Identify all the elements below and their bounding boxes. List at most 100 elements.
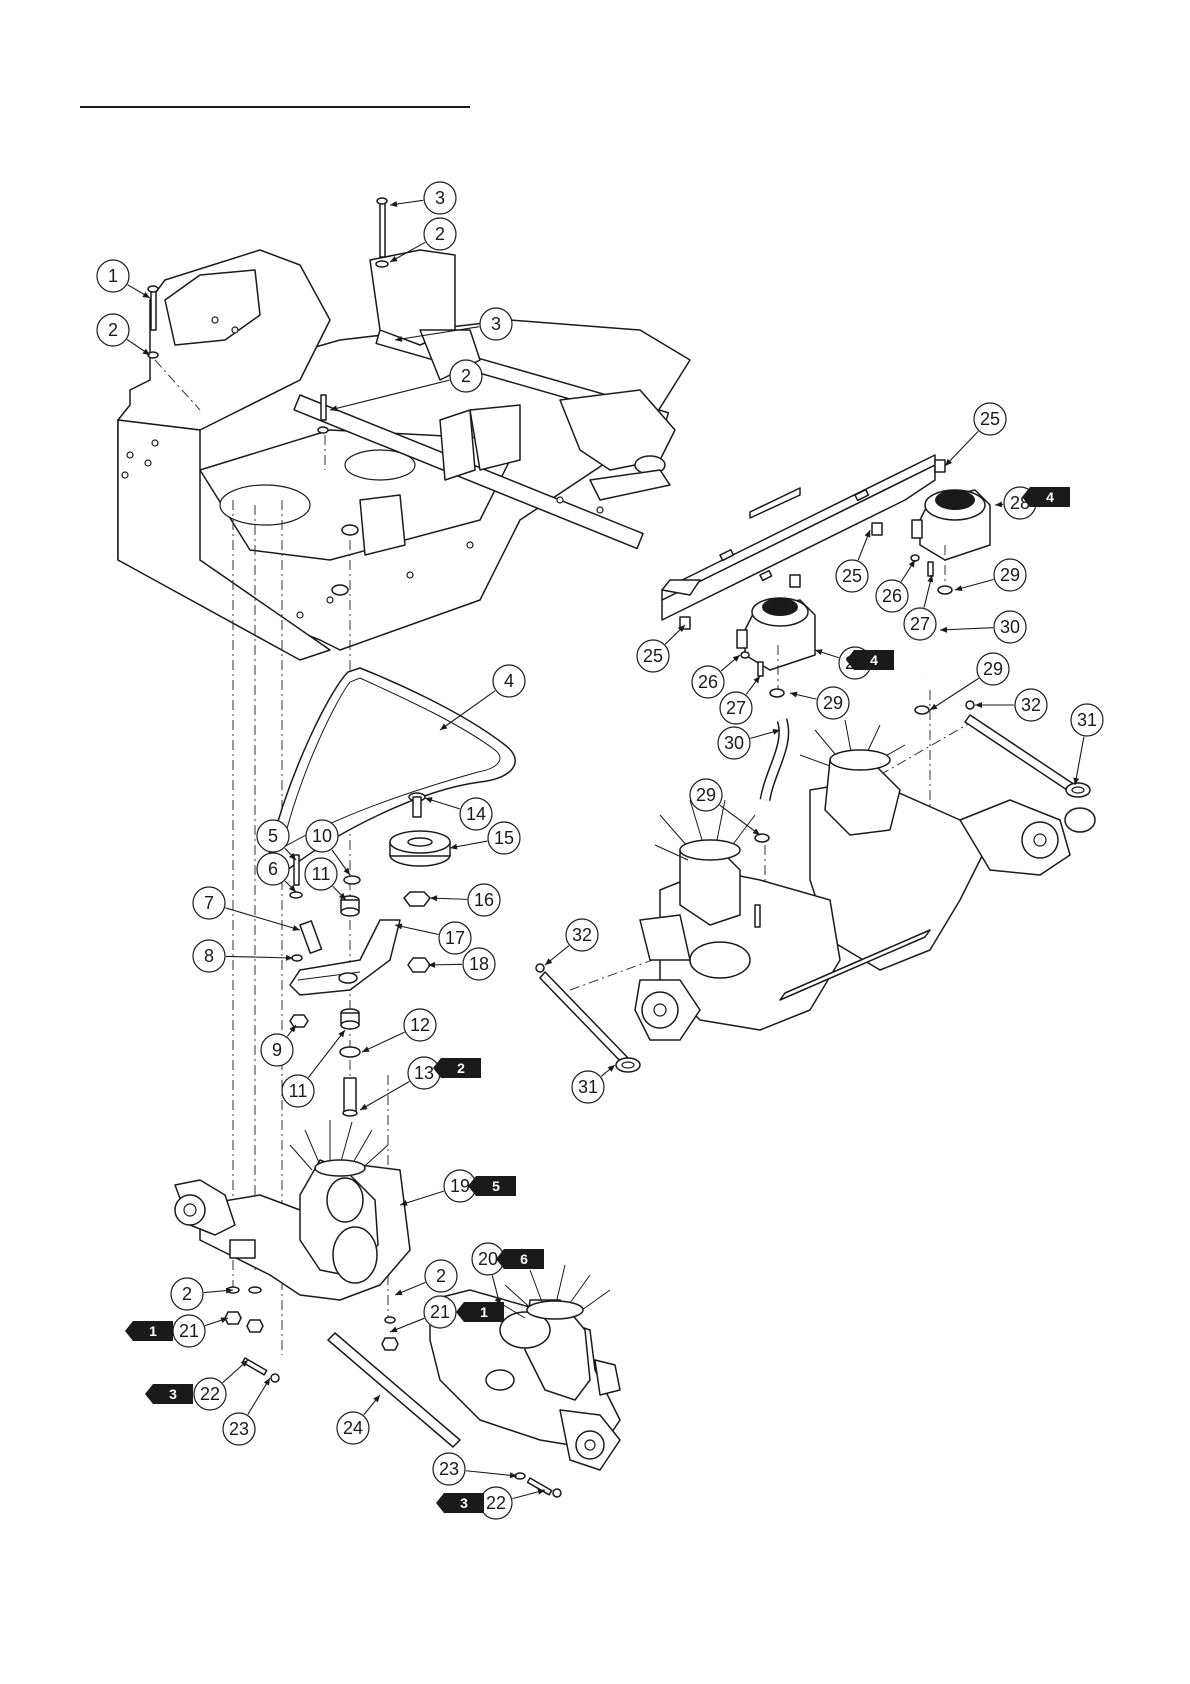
leader-arrowhead <box>338 1030 345 1037</box>
callout-25: 25 <box>945 403 1006 466</box>
callout-number: 23 <box>439 1459 459 1479</box>
callout-number: 26 <box>882 586 902 606</box>
callout-7: 7 <box>193 887 300 931</box>
callout-24: 24 <box>337 1395 380 1444</box>
callout-32: 32 <box>975 689 1047 721</box>
callout-number: 29 <box>983 659 1003 679</box>
callout-leader <box>226 956 293 958</box>
callout-13: 13 <box>360 1057 440 1110</box>
callout-number: 2 <box>182 1284 192 1304</box>
leader-arrowhead <box>909 560 915 568</box>
callout-number: 4 <box>504 671 514 691</box>
leader-arrowhead <box>390 1327 398 1333</box>
pivot-bushing <box>339 973 357 983</box>
callout-2: 2 <box>395 1260 457 1295</box>
chassis-frame <box>118 250 690 660</box>
pulley-15 <box>390 831 450 866</box>
callout-number: 30 <box>1000 617 1020 637</box>
callout-number: 27 <box>910 614 930 634</box>
callout-number: 29 <box>1000 565 1020 585</box>
leader-arrowhead <box>975 702 982 708</box>
callout-leader <box>360 1082 409 1110</box>
callout-number: 5 <box>268 826 278 846</box>
washer-6 <box>290 892 302 898</box>
leader-arrowhead <box>292 925 300 931</box>
washer-12 <box>340 1047 360 1057</box>
callout-32: 32 <box>545 919 598 965</box>
callout-number: 12 <box>410 1015 430 1035</box>
tag-4: 4 <box>846 650 894 670</box>
tag-4: 4 <box>1022 487 1070 507</box>
callout-number: 2 <box>108 320 118 340</box>
leader-arrowhead <box>343 868 350 875</box>
right-transaxle-rear <box>800 720 1095 970</box>
callout-number: 23 <box>229 1419 249 1439</box>
leader-arrowhead <box>286 955 293 961</box>
callout-number: 14 <box>466 804 486 824</box>
callout-number: 22 <box>486 1493 506 1513</box>
callout-number: 2 <box>436 1266 446 1286</box>
callout-11: 11 <box>282 1030 345 1107</box>
tag-number: 3 <box>460 1495 468 1511</box>
callout-number: 25 <box>980 409 1000 429</box>
callout-30: 30 <box>940 611 1026 643</box>
tag-number: 4 <box>870 652 878 668</box>
bolt-13 <box>343 1078 357 1116</box>
callout-25: 25 <box>836 530 870 592</box>
callout-number: 27 <box>726 698 746 718</box>
tag-1: 1 <box>125 1321 173 1341</box>
tag-number: 4 <box>1046 489 1054 505</box>
callout-29: 29 <box>955 559 1026 591</box>
tag-number: 2 <box>457 1060 465 1076</box>
callout-number: 25 <box>842 566 862 586</box>
callout-number: 32 <box>1021 695 1041 715</box>
spacer-7 <box>300 921 322 953</box>
callout-leader <box>945 431 978 466</box>
callout-25: 25 <box>637 625 685 672</box>
callout-22: 22 <box>480 1487 545 1519</box>
callout-8: 8 <box>193 940 293 972</box>
callout-number: 25 <box>643 646 663 666</box>
tag-number: 6 <box>520 1251 528 1267</box>
leader-arrowhead <box>390 201 397 207</box>
callout-26: 26 <box>876 560 915 612</box>
tag-6: 6 <box>496 1249 544 1269</box>
leader-arrowhead <box>790 692 797 698</box>
callout-number: 8 <box>204 946 214 966</box>
callout-23: 23 <box>433 1453 517 1485</box>
reservoir-28-right <box>912 490 990 560</box>
callout-22: 22 <box>194 1360 248 1410</box>
bolt-14 <box>409 793 425 817</box>
callout-number: 19 <box>450 1176 470 1196</box>
callout-number: 13 <box>414 1063 434 1083</box>
callout-number: 29 <box>823 693 843 713</box>
callout-9: 9 <box>261 1025 296 1066</box>
tag-1: 1 <box>456 1302 504 1322</box>
callout-2: 2 <box>171 1278 233 1310</box>
callout-leader <box>308 1030 345 1078</box>
washer-2-top <box>376 261 388 267</box>
callout-number: 17 <box>445 928 465 948</box>
callout-number: 20 <box>478 1249 498 1269</box>
leader-arrowhead <box>142 292 150 298</box>
callout-number: 3 <box>491 314 501 334</box>
clip-32-left <box>536 964 544 972</box>
bolt-3-mid <box>321 395 326 420</box>
lower-right-pin-hardware <box>515 1473 561 1497</box>
callout-number: 3 <box>435 188 445 208</box>
leader-arrowhead <box>815 649 823 655</box>
callout-3: 3 <box>390 182 456 214</box>
leader-arrowhead <box>753 676 760 683</box>
callout-number: 30 <box>724 733 744 753</box>
callout-number: 1 <box>108 266 118 286</box>
callout-leader <box>362 1032 405 1052</box>
callout-31: 31 <box>572 1065 615 1103</box>
callout-21: 21 <box>390 1296 456 1332</box>
callout-number: 6 <box>268 859 278 879</box>
clip-32-right <box>966 701 974 709</box>
callout-number: 9 <box>272 1040 282 1060</box>
callout-leader <box>720 805 760 835</box>
callout-27: 27 <box>720 676 760 724</box>
washer-8 <box>292 955 302 961</box>
transaxle-19 <box>175 1120 410 1300</box>
